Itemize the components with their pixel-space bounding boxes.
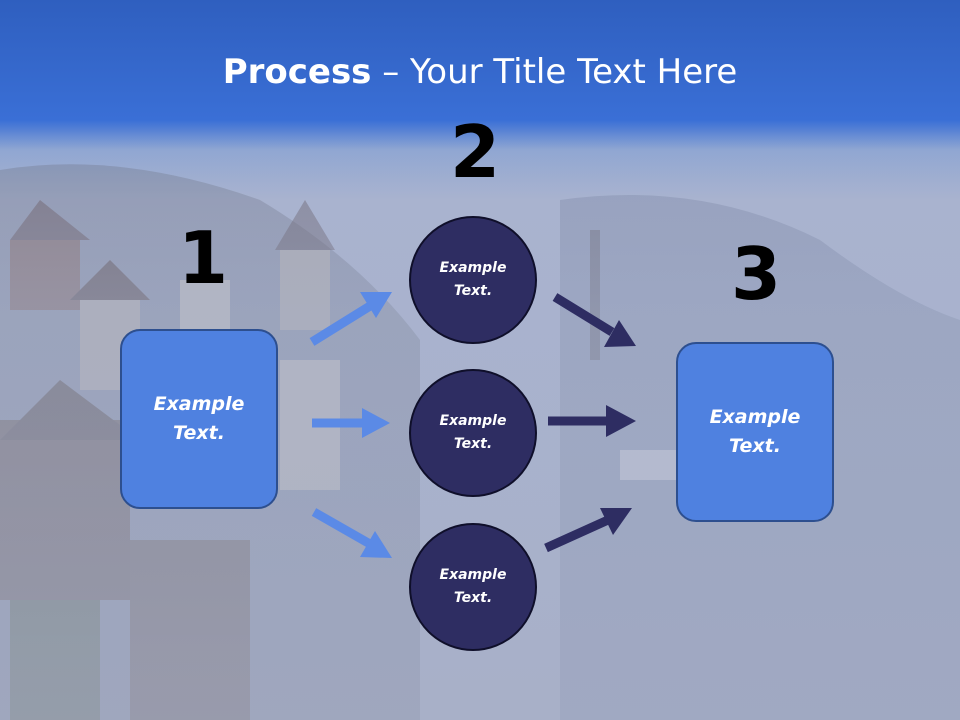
- title-rest: – Your Title Text Here: [371, 52, 738, 92]
- arrow-left-to-middle: [312, 408, 390, 438]
- right-box-text: Example Text.: [709, 406, 801, 457]
- arrow-left-to-top: [309, 292, 392, 346]
- left-box: Example Text.: [120, 329, 278, 509]
- right-box: Example Text.: [676, 342, 834, 522]
- title-bold: Process: [222, 52, 372, 92]
- circle-top: Example Text.: [409, 216, 537, 344]
- circle-middle: Example Text.: [409, 369, 537, 497]
- circle-bottom: Example Text.: [409, 523, 537, 651]
- circle-top-text: Example Text.: [439, 260, 507, 299]
- step-number-3: 3: [731, 232, 782, 316]
- circle-bottom-text: Example Text.: [439, 567, 507, 606]
- step-number-1: 1: [178, 216, 229, 300]
- arrow-top-to-right: [552, 293, 636, 347]
- step-number-2: 2: [450, 110, 501, 194]
- arrow-middle-to-right: [548, 405, 636, 437]
- circle-middle-text: Example Text.: [439, 413, 507, 452]
- left-box-text: Example Text.: [153, 393, 245, 444]
- arrow-bottom-to-right: [544, 508, 632, 553]
- arrow-left-to-bottom: [311, 508, 392, 558]
- slide-title: Process – Your Title Text Here: [0, 52, 960, 92]
